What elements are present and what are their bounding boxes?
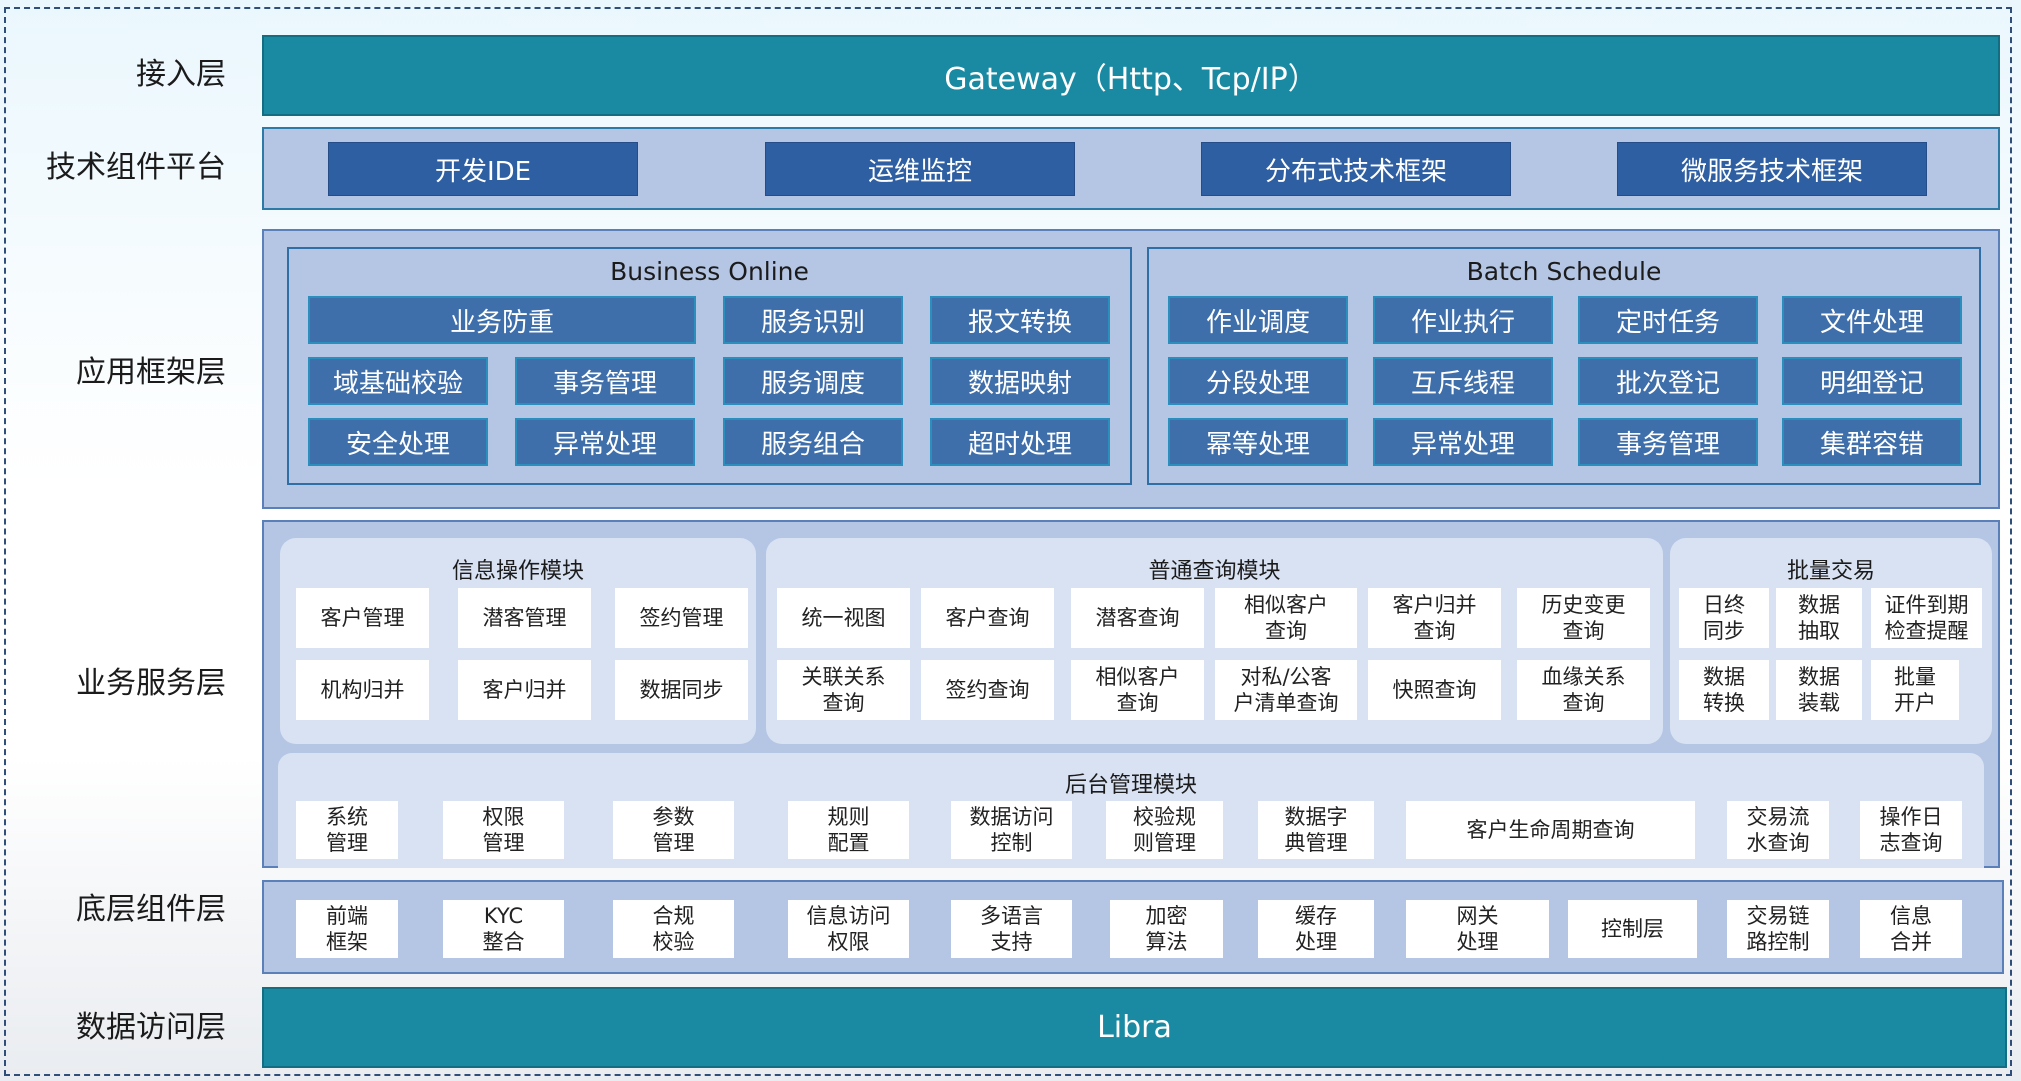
base-item: 控制层 — [1568, 900, 1697, 958]
bs-item: 作业执行 — [1373, 296, 1553, 344]
bs-item: 作业调度 — [1168, 296, 1348, 344]
bs-item: 明细登记 — [1782, 357, 1962, 405]
bo-item: 业务防重 — [308, 296, 696, 344]
business-online-title: Business Online — [610, 257, 809, 286]
admin-title: 后台管理模块 — [1064, 773, 1197, 798]
bs-item: 事务管理 — [1578, 418, 1758, 466]
admin-item: 系统 管理 — [296, 801, 398, 859]
query-item: 血缘关系 查询 — [1517, 660, 1650, 720]
base-item: 多语言 支持 — [951, 900, 1072, 958]
query-item: 对私/公客 户清单查询 — [1215, 660, 1357, 720]
bo-item: 安全处理 — [308, 418, 488, 466]
layer-label-base: 底层组件层 — [76, 892, 226, 927]
query-item: 客户查询 — [921, 588, 1054, 648]
base-item: 合规 校验 — [613, 900, 734, 958]
batch-item: 数据 抽取 — [1776, 588, 1862, 648]
info-ops-item: 客户管理 — [296, 588, 429, 648]
bs-item: 文件处理 — [1782, 296, 1962, 344]
bs-item: 分段处理 — [1168, 357, 1348, 405]
batch-item: 批量 开户 — [1871, 660, 1959, 720]
admin-item: 校验规 则管理 — [1106, 801, 1223, 859]
query-item: 签约查询 — [921, 660, 1054, 720]
batch-item: 证件到期 检查提醒 — [1871, 588, 1982, 648]
query-item: 相似客户 查询 — [1215, 588, 1357, 648]
base-item: 网关 处理 — [1406, 900, 1549, 958]
info-ops-item: 数据同步 — [615, 660, 748, 720]
diagram-frame — [4, 7, 2012, 1076]
bo-item: 事务管理 — [515, 357, 695, 405]
bo-item: 服务组合 — [723, 418, 903, 466]
query-item: 快照查询 — [1368, 660, 1501, 720]
base-item: 缓存 处理 — [1258, 900, 1374, 958]
batch-item: 日终 同步 — [1679, 588, 1769, 648]
bo-item: 数据映射 — [930, 357, 1110, 405]
bo-item: 超时处理 — [930, 418, 1110, 466]
business-online-panel — [287, 247, 1132, 485]
bs-item: 集群容错 — [1782, 418, 1962, 466]
layer-label-data: 数据访问层 — [76, 1010, 226, 1045]
admin-item: 数据字 典管理 — [1258, 801, 1374, 859]
info-ops-item: 签约管理 — [615, 588, 748, 648]
query-item: 客户归并 查询 — [1368, 588, 1501, 648]
info-ops-item: 客户归并 — [458, 660, 591, 720]
gateway-bar: Gateway（Http、Tcp/IP） — [262, 35, 2000, 116]
bs-item: 定时任务 — [1578, 296, 1758, 344]
tech-item: 运维监控 — [765, 142, 1075, 196]
bs-item: 异常处理 — [1373, 418, 1553, 466]
batch-item: 数据 转换 — [1679, 660, 1769, 720]
base-item: 前端 框架 — [296, 900, 398, 958]
bo-item: 服务识别 — [723, 296, 903, 344]
bs-item: 批次登记 — [1578, 357, 1758, 405]
admin-item: 规则 配置 — [788, 801, 909, 859]
tech-item: 微服务技术框架 — [1617, 142, 1927, 196]
layer-label-biz: 业务服务层 — [76, 666, 226, 701]
admin-item: 操作日 志查询 — [1860, 801, 1962, 859]
base-item: 加密 算法 — [1110, 900, 1223, 958]
admin-item: 权限 管理 — [443, 801, 564, 859]
bo-item: 服务调度 — [723, 357, 903, 405]
admin-item: 参数 管理 — [613, 801, 734, 859]
bo-item: 报文转换 — [930, 296, 1110, 344]
layer-label-app: 应用框架层 — [76, 355, 226, 390]
bo-item: 异常处理 — [515, 418, 695, 466]
base-item: 信息 合并 — [1860, 900, 1962, 958]
query-item: 关联关系 查询 — [777, 660, 910, 720]
info-ops-item: 潜客管理 — [458, 588, 591, 648]
bs-item: 幂等处理 — [1168, 418, 1348, 466]
query-item: 相似客户 查询 — [1071, 660, 1204, 720]
admin-item: 数据访问 控制 — [951, 801, 1072, 859]
layer-label-tech: 技术组件平台 — [46, 150, 226, 185]
bs-item: 互斥线程 — [1373, 357, 1553, 405]
layer-label-access: 接入层 — [136, 57, 226, 92]
query-item: 潜客查询 — [1071, 588, 1204, 648]
admin-item: 交易流 水查询 — [1727, 801, 1829, 859]
libra-bar: Libra — [262, 987, 2007, 1068]
base-item: 信息访问 权限 — [788, 900, 909, 958]
batch-schedule-panel — [1147, 247, 1981, 485]
info-ops-item: 机构归并 — [296, 660, 429, 720]
base-item: KYC 整合 — [443, 900, 564, 958]
tech-item: 分布式技术框架 — [1201, 142, 1511, 196]
query-item: 历史变更 查询 — [1517, 588, 1650, 648]
batch-schedule-title: Batch Schedule — [1466, 257, 1662, 286]
batch-item: 数据 装载 — [1776, 660, 1862, 720]
bo-item: 域基础校验 — [308, 357, 488, 405]
info-ops-title: 信息操作模块 — [451, 559, 584, 584]
admin-item: 客户生命周期查询 — [1406, 801, 1695, 859]
batch-title: 批量交易 — [1786, 559, 1875, 584]
query-panel — [766, 538, 1663, 744]
base-item: 交易链 路控制 — [1727, 900, 1829, 958]
query-item: 统一视图 — [777, 588, 910, 648]
query-title: 普通查询模块 — [1148, 559, 1281, 584]
tech-item: 开发IDE — [328, 142, 638, 196]
